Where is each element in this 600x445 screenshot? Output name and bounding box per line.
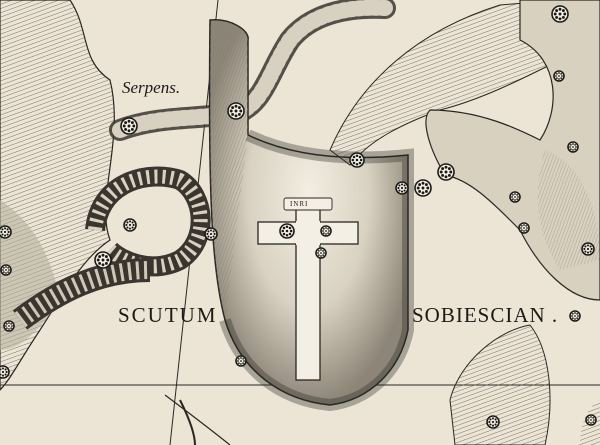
label-serpens: Serpens. [122, 78, 181, 97]
wing [329, 0, 561, 166]
star-icon [395, 181, 409, 195]
star-icon [0, 365, 10, 379]
star-icon [204, 227, 218, 241]
star-icon [235, 355, 247, 367]
star-icon [94, 251, 112, 269]
star-icon [553, 70, 565, 82]
star-icon [551, 5, 569, 23]
star-icon [585, 414, 597, 426]
star-icon [518, 222, 530, 234]
star-icon [120, 117, 138, 135]
star-icon [0, 225, 12, 239]
star-icon [227, 102, 245, 120]
star-markers [0, 5, 597, 429]
label-sobiescian: SOBIESCIAN . [412, 303, 559, 327]
arrow [164, 394, 231, 445]
star-icon [3, 320, 15, 332]
star-icon [320, 225, 332, 237]
star-icon [349, 152, 365, 168]
star-icon [0, 264, 12, 276]
lower-drapery [449, 324, 551, 445]
star-icon [486, 415, 500, 429]
star-icon [581, 242, 595, 256]
star-icon [437, 163, 455, 181]
star-icon [123, 218, 137, 232]
label-scutum: SCUTUM [118, 303, 218, 327]
star-icon [315, 247, 327, 259]
inri-scroll [283, 197, 333, 211]
star-icon [279, 223, 295, 239]
star-icon [567, 141, 579, 153]
star-icon [414, 179, 432, 197]
label-inri: INRI [290, 200, 309, 208]
star-icon [569, 310, 581, 322]
star-icon [509, 191, 521, 203]
